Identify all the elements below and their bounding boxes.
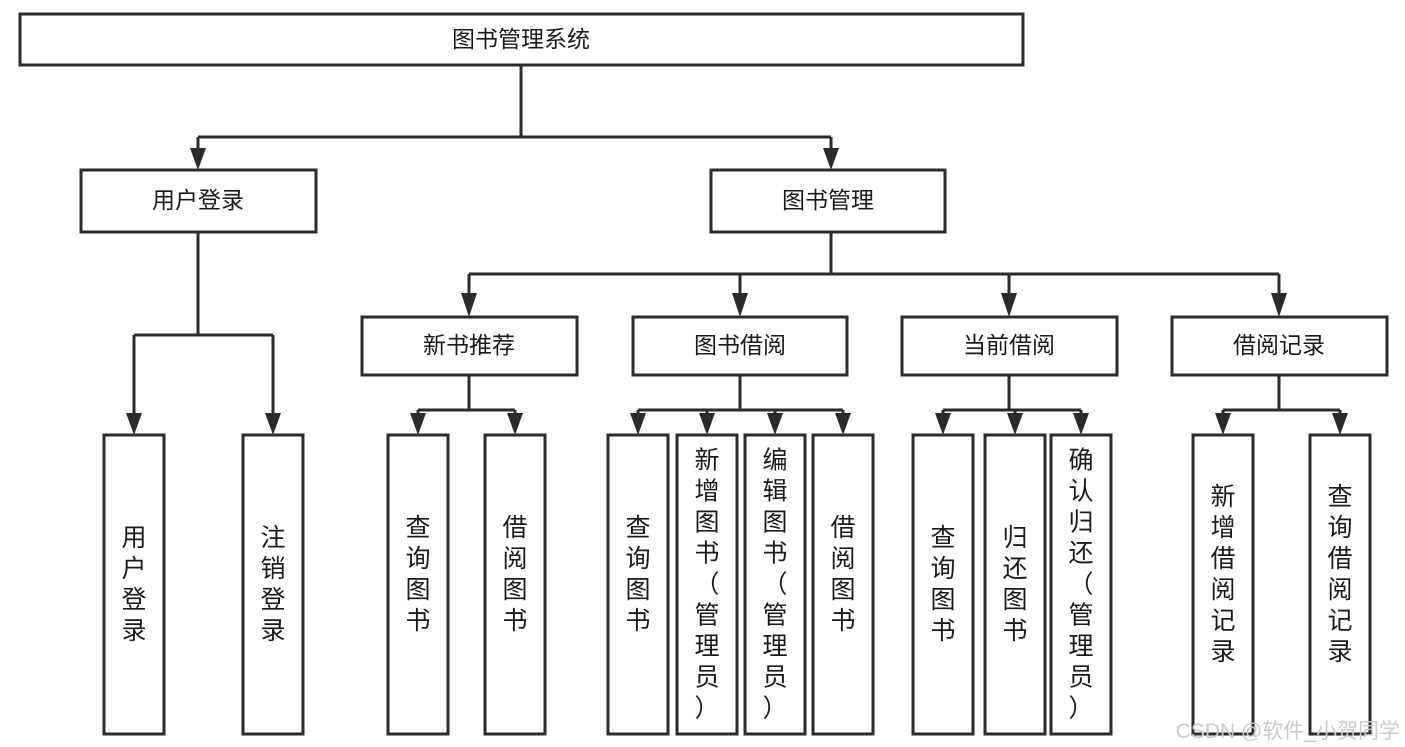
arrowhead-leaf-query-record	[1332, 413, 1348, 435]
node-leaf-query-record[interactable]: 查询借阅记录	[1308, 433, 1372, 736]
node-borrow-record-label: 借阅记录	[1233, 332, 1325, 358]
node-leaf-user-login-label: 用户登录	[121, 524, 146, 645]
arrowhead-new-book-recommend	[461, 293, 477, 317]
node-leaf-return-book-box[interactable]	[983, 433, 1047, 736]
node-leaf-query-book-rec-label: 查询图书	[405, 514, 430, 635]
node-leaf-logout-box[interactable]	[241, 433, 305, 736]
node-leaf-edit-book[interactable]: 编辑图书（管理员）	[743, 433, 807, 736]
node-leaf-logout[interactable]: 注销登录	[241, 433, 305, 736]
node-root-label: 图书管理系统	[452, 26, 590, 52]
arrowhead-leaf-confirm-return	[1073, 413, 1089, 435]
watermark-text: CSDN @软件_小贺同学	[1176, 720, 1400, 743]
node-user-login-box[interactable]	[79, 168, 318, 234]
node-current-borrow[interactable]: 当前借阅	[900, 315, 1119, 377]
node-leaf-add-record-box[interactable]	[1191, 433, 1255, 736]
node-leaf-user-login-box[interactable]	[102, 433, 166, 736]
node-current-borrow-label: 当前借阅	[963, 332, 1055, 358]
arrowhead-leaf-borrow-book	[835, 413, 851, 435]
connectors	[126, 65, 1348, 435]
node-root[interactable]: 图书管理系统	[18, 12, 1025, 67]
arrowhead-userlogin	[190, 148, 206, 170]
node-leaf-query-book-current[interactable]: 查询图书	[911, 433, 975, 736]
node-new-book-recommend[interactable]: 新书推荐	[360, 315, 579, 377]
node-leaf-query-book-rec[interactable]: 查询图书	[386, 433, 450, 736]
arrowhead-leaf-edit-book	[767, 413, 783, 435]
arrowhead-leaf-query-book-current	[935, 413, 951, 435]
node-new-book-recommend-box[interactable]	[360, 315, 579, 377]
node-leaf-edit-book-box[interactable]	[743, 433, 807, 736]
node-leaf-borrow-book-rec-box[interactable]	[483, 433, 547, 736]
arrowhead-leaf-query-book-rec	[410, 413, 426, 435]
arrowhead-current-borrow	[1001, 293, 1017, 317]
node-borrow-record-box[interactable]	[1170, 315, 1389, 377]
node-leaf-confirm-return-label: 确认归还（管理员）	[1068, 447, 1093, 723]
node-user-login[interactable]: 用户登录	[79, 168, 318, 234]
node-leaf-query-book-borrow[interactable]: 查询图书	[606, 433, 670, 736]
node-leaf-add-record-label: 新增借阅记录	[1210, 483, 1235, 666]
node-leaf-return-book-label: 归还图书	[1002, 524, 1027, 645]
arrowhead-leaf-add-record	[1215, 413, 1231, 435]
node-book-borrow-label: 图书借阅	[694, 332, 786, 358]
node-new-book-recommend-label: 新书推荐	[423, 332, 515, 358]
arrowhead-book-borrow	[732, 293, 748, 317]
node-leaf-add-book-box[interactable]	[675, 433, 739, 736]
node-leaf-query-book-rec-box[interactable]	[386, 433, 450, 736]
node-leaf-borrow-book-rec-label: 借阅图书	[502, 514, 527, 635]
arrowhead-borrow-record	[1271, 293, 1287, 317]
arrowhead-bookmgmt	[823, 148, 839, 170]
node-book-management-box[interactable]	[709, 168, 947, 234]
node-book-management[interactable]: 图书管理	[709, 168, 947, 234]
node-leaf-add-record[interactable]: 新增借阅记录	[1191, 433, 1255, 736]
arrowhead-leaf-return-book	[1007, 413, 1023, 435]
node-leaf-borrow-book-box[interactable]	[811, 433, 875, 736]
node-book-borrow[interactable]: 图书借阅	[631, 315, 849, 377]
node-leaf-query-book-current-label: 查询图书	[930, 524, 955, 645]
arrowhead-leaf-borrow-book-rec	[507, 413, 523, 435]
node-leaf-query-book-current-box[interactable]	[911, 433, 975, 736]
node-leaf-borrow-book-rec[interactable]: 借阅图书	[483, 433, 547, 736]
node-leaf-confirm-return[interactable]: 确认归还（管理员）	[1049, 433, 1113, 736]
node-book-borrow-box[interactable]	[631, 315, 849, 377]
arrowhead-leaf-user-login	[126, 413, 142, 435]
arrowhead-leaf-query-book-borrow	[630, 413, 646, 435]
node-borrow-record[interactable]: 借阅记录	[1170, 315, 1389, 377]
node-current-borrow-box[interactable]	[900, 315, 1119, 377]
node-leaf-add-book-label: 新增图书（管理员）	[694, 447, 719, 723]
arrowhead-leaf-logout	[265, 413, 281, 435]
node-leaf-user-login[interactable]: 用户登录	[102, 433, 166, 736]
node-leaf-query-book-borrow-label: 查询图书	[625, 514, 650, 635]
node-leaf-query-book-borrow-box[interactable]	[606, 433, 670, 736]
node-leaf-borrow-book[interactable]: 借阅图书	[811, 433, 875, 736]
node-leaf-return-book[interactable]: 归还图书	[983, 433, 1047, 736]
node-leaf-query-record-label: 查询借阅记录	[1327, 483, 1352, 666]
node-leaf-add-book[interactable]: 新增图书（管理员）	[675, 433, 739, 736]
node-leaf-logout-label: 注销登录	[260, 524, 285, 645]
node-user-login-label: 用户登录	[152, 187, 244, 213]
node-leaf-confirm-return-box[interactable]	[1049, 433, 1113, 736]
node-leaf-borrow-book-label: 借阅图书	[830, 514, 855, 635]
node-leaf-query-record-box[interactable]	[1308, 433, 1372, 736]
node-root-box[interactable]	[18, 12, 1025, 67]
arrowhead-leaf-add-book	[699, 413, 715, 435]
node-book-management-label: 图书管理	[782, 187, 874, 213]
node-leaf-edit-book-label: 编辑图书（管理员）	[762, 447, 787, 723]
